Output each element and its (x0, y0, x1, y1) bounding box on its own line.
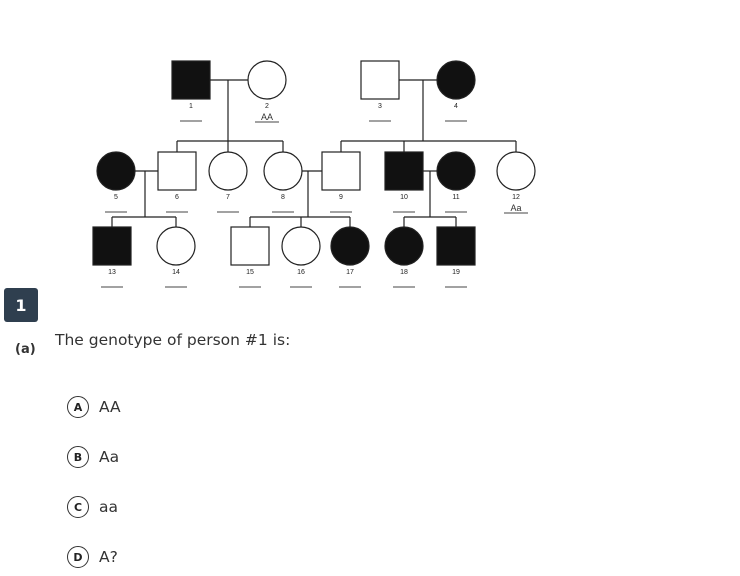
individual-number: 2 (265, 103, 269, 110)
male-square (384, 151, 424, 191)
individual-3: 3 (360, 60, 400, 122)
male-square (157, 151, 197, 191)
individual-number: 16 (297, 269, 305, 276)
option-a[interactable]: A AA (67, 396, 121, 418)
individual-number: 12 (512, 194, 520, 201)
question-text: The genotype of person #1 is: (55, 331, 291, 349)
option-b[interactable]: B Aa (67, 446, 119, 468)
individual-number: 8 (281, 194, 285, 201)
female-circle (96, 151, 136, 191)
individual-11: 11 (436, 151, 476, 213)
individual-4: 4 (436, 60, 476, 122)
female-circle (156, 226, 196, 266)
individual-number: 15 (246, 269, 254, 276)
genotype-label: Aa (510, 203, 521, 213)
individual-17: 17 (330, 226, 370, 288)
individual-number: 6 (175, 194, 179, 201)
option-d[interactable]: D A? (67, 546, 118, 568)
question-number-badge: 1 (4, 288, 38, 322)
individual-19: 19 (436, 226, 476, 288)
male-square (360, 60, 400, 100)
individual-15: 15 (230, 226, 270, 288)
female-circle (281, 226, 321, 266)
individual-number: 4 (454, 103, 458, 110)
individual-number: 9 (339, 194, 343, 201)
option-label: AA (99, 398, 121, 416)
male-square (436, 226, 476, 266)
individual-9: 9 (321, 151, 361, 213)
option-c[interactable]: C aa (67, 496, 118, 518)
female-circle (247, 60, 287, 100)
male-square (230, 226, 270, 266)
female-circle (208, 151, 248, 191)
individual-13: 13 (92, 226, 132, 288)
individual-number: 13 (108, 269, 116, 276)
individual-number: 10 (400, 194, 408, 201)
pedigree-lines (111, 79, 517, 227)
female-circle (330, 226, 370, 266)
individual-2: 2AA (247, 60, 287, 123)
option-label: A? (99, 548, 118, 566)
option-letter-circle: B (67, 446, 89, 468)
option-label: Aa (99, 448, 120, 466)
individual-16: 16 (281, 226, 321, 288)
female-circle (496, 151, 536, 191)
male-square (92, 226, 132, 266)
option-label: aa (99, 498, 118, 516)
genotype-label: AA (261, 112, 273, 122)
male-square (321, 151, 361, 191)
individual-number: 1 (189, 103, 193, 110)
individual-number: 19 (452, 269, 460, 276)
question-part-label: (a) (15, 342, 36, 357)
individual-number: 5 (114, 194, 118, 201)
female-circle (384, 226, 424, 266)
option-letter-circle: D (67, 546, 89, 568)
individual-number: 3 (378, 103, 382, 110)
female-circle (436, 151, 476, 191)
individual-5: 5 (96, 151, 136, 213)
individual-18: 18 (384, 226, 424, 288)
female-circle (263, 151, 303, 191)
male-square (171, 60, 211, 100)
individual-7: 7 (208, 151, 248, 213)
option-letter-circle: A (67, 396, 89, 418)
individual-14: 14 (156, 226, 196, 288)
individual-number: 11 (452, 194, 459, 201)
individual-number: 7 (226, 194, 230, 201)
individual-1: 1 (171, 60, 211, 122)
individual-number: 17 (346, 269, 354, 276)
individual-6: 6 (157, 151, 197, 213)
individual-number: 18 (400, 269, 408, 276)
option-letter-circle: C (67, 496, 89, 518)
individual-10: 10 (384, 151, 424, 213)
individual-8: 8 (263, 151, 303, 213)
female-circle (436, 60, 476, 100)
individual-number: 14 (172, 269, 180, 276)
